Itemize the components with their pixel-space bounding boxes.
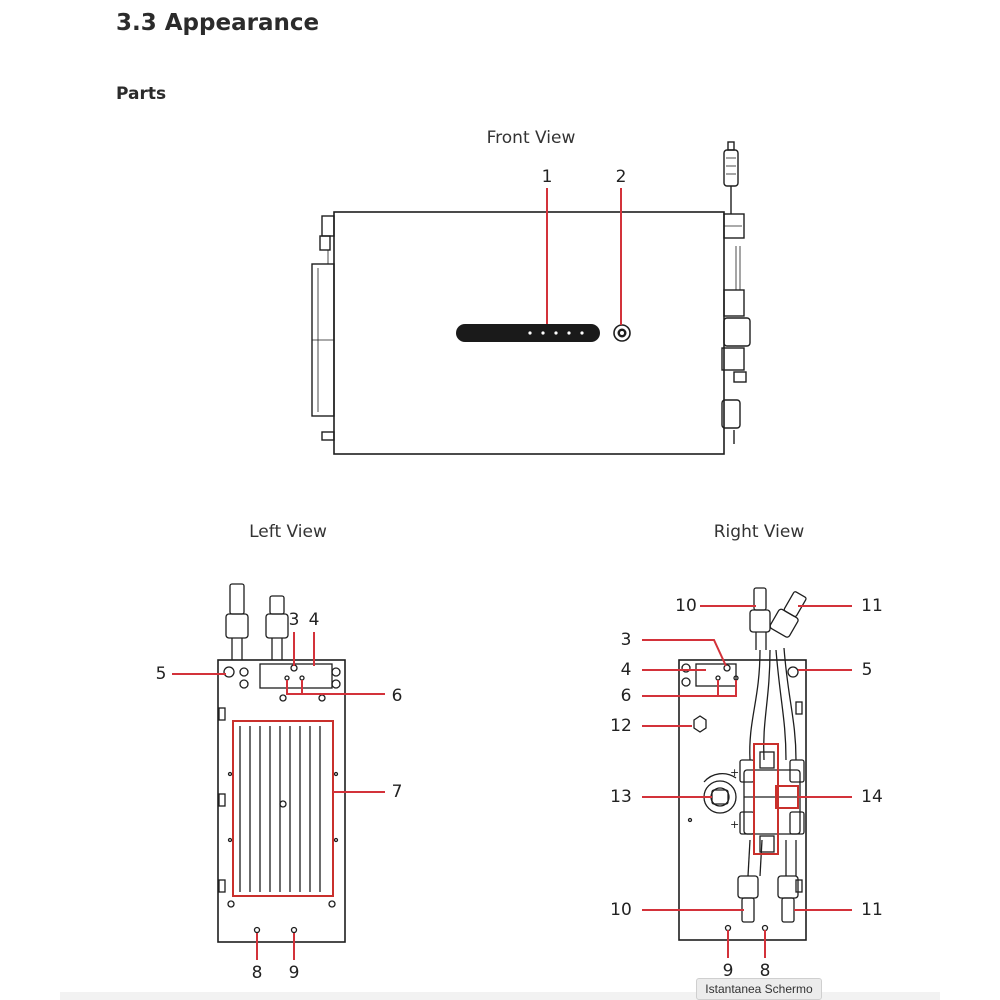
callout-right-8: 8 (759, 961, 771, 981)
leader-right-3 (642, 639, 727, 667)
callout-right-5: 5 (861, 660, 873, 680)
plus-mark: + (730, 818, 739, 831)
right-view-caption: Right View (713, 522, 805, 542)
section-title: 3.3 Appearance (116, 10, 320, 36)
parts-subheading: Parts (116, 84, 167, 104)
callout-left-6: 6 (391, 686, 403, 706)
front-view-drawing (311, 141, 751, 455)
leader-left-6 (286, 680, 385, 695)
heatsink-highlight (232, 720, 334, 897)
power-button (613, 324, 631, 342)
led-indicator-bar (456, 324, 600, 342)
right-view-drawing (678, 587, 807, 941)
callout-right-14: 14 (861, 787, 883, 807)
callout-right-11: 11 (861, 596, 883, 616)
callout-right-10: 10 (675, 596, 697, 616)
callout-right-13: 13 (610, 787, 632, 807)
front-view-caption: Front View (486, 128, 576, 148)
callout-right-12: 12 (610, 716, 632, 736)
callout-right-10b: 10 (610, 900, 632, 920)
terminal-highlight (753, 743, 779, 855)
left-view-drawing (217, 583, 346, 943)
plus-mark: + (730, 766, 739, 779)
callout-left-9: 9 (288, 963, 300, 983)
callout-right-3: 3 (620, 630, 632, 650)
callout-right-9: 9 (722, 961, 734, 981)
callout-2: 2 (615, 167, 627, 187)
callout-right-11b: 11 (861, 900, 883, 920)
callout-left-7: 7 (391, 782, 403, 802)
callout-left-5: 5 (155, 664, 167, 684)
callout-left-8: 8 (251, 963, 263, 983)
callout-left-4: 4 (308, 610, 320, 630)
leader-right-6 (642, 680, 737, 697)
callout-right-6: 6 (620, 686, 632, 706)
callout-right-4: 4 (620, 660, 632, 680)
screenshot-tooltip: Istantanea Schermo (696, 978, 822, 1000)
left-view-caption: Left View (249, 522, 327, 542)
bottom-shade (60, 992, 940, 1000)
callout-left-3: 3 (288, 610, 300, 630)
callout-1: 1 (541, 167, 553, 187)
